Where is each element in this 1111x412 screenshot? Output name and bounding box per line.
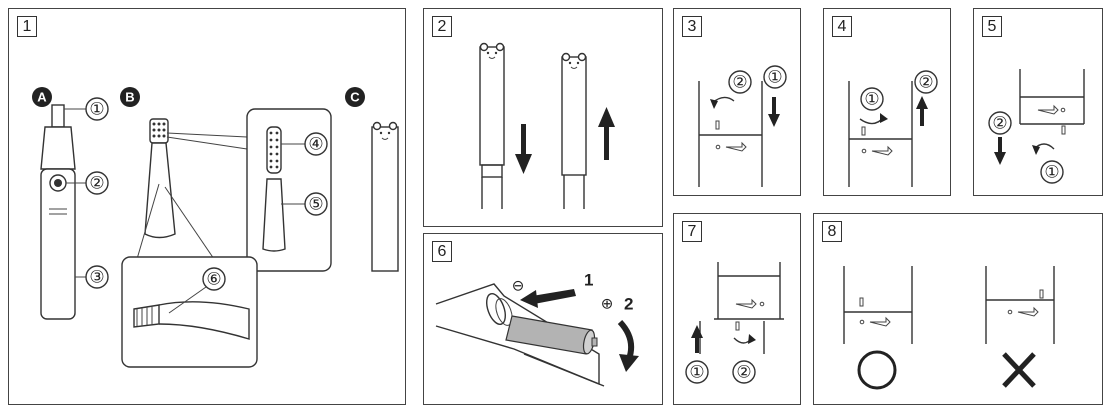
wrong-mark: ✕ — [1002, 352, 1036, 388]
toothbrush-a-icon — [40, 104, 76, 320]
svg-text:④: ④ — [308, 135, 323, 154]
badge-a-circle — [32, 87, 52, 107]
callout-5: ⑤ — [304, 192, 328, 216]
callout-4: ④ — [304, 132, 328, 156]
svg-text:②: ② — [89, 174, 104, 193]
correct-mark: ○ — [857, 350, 897, 390]
cap-c-icon — [371, 121, 399, 272]
svg-text:③: ③ — [89, 268, 104, 287]
badge-b: B — [125, 90, 134, 105]
svg-text:②: ② — [732, 73, 747, 92]
parts-diagram: A ① ② ③ B — [32, 87, 399, 368]
open-cover-diagram: ② ① — [698, 65, 787, 187]
badge-b-circle — [120, 87, 140, 107]
svg-text:⑤: ⑤ — [308, 195, 323, 214]
arrow-up-icon — [691, 325, 703, 353]
svg-text:①: ① — [767, 68, 782, 87]
battery-insert-diagram: ⊖ 1 ⊕ 2 — [435, 271, 639, 387]
callout-1: ① — [860, 87, 884, 111]
callout-2: ② — [988, 111, 1012, 135]
svg-text:①: ① — [689, 363, 704, 382]
panel-3-open-cover: 3 ② ① — [673, 8, 801, 196]
correct-alignment — [843, 266, 913, 344]
callout-2: ② — [732, 360, 756, 384]
panel-number: 1 — [17, 16, 37, 37]
svg-text:②: ② — [736, 363, 751, 382]
svg-text:⑥: ⑥ — [206, 270, 221, 289]
svg-text:①: ① — [864, 90, 879, 109]
callout-1: ① — [763, 65, 787, 89]
arrow-down-icon — [994, 137, 1006, 165]
attach-cover-diagram: ① ② — [685, 262, 784, 384]
cross-ng-icon — [1002, 352, 1036, 388]
step-2-label: 2 — [624, 295, 633, 314]
callout-1: ① — [685, 360, 709, 384]
panel-number: 2 — [432, 16, 452, 37]
badge-c-circle — [345, 87, 365, 107]
brush-bristles-icon — [262, 126, 286, 252]
brush-head-b-icon — [144, 118, 176, 239]
panel-number: 5 — [982, 16, 1002, 37]
callout-3: ③ — [85, 265, 109, 289]
insert-arrow-icon — [520, 289, 576, 308]
callout-2: ② — [85, 171, 109, 195]
callout-2: ② — [728, 70, 752, 94]
panel-number: 8 — [822, 221, 842, 242]
panel-number: 4 — [832, 16, 852, 37]
callout-1: ① — [1040, 160, 1064, 184]
panel-number: 3 — [682, 16, 702, 37]
svg-text:②: ② — [918, 73, 933, 92]
close-cover-diagram: ① ② — [848, 70, 938, 187]
panel-1-parts-overview: 1 A ① ② ③ B — [8, 8, 406, 405]
panel-2-cap-removal: 2 — [423, 8, 663, 227]
unlock-arrow-icon — [725, 141, 747, 152]
panel-4-close-cover: 4 ① ② — [823, 8, 951, 196]
svg-text:①: ① — [1044, 163, 1059, 182]
panel-7-attach-cover: 7 ① ② — [673, 213, 801, 405]
panel-number: 6 — [432, 241, 452, 262]
toothbrush-cap-lifting-icon — [561, 52, 587, 209]
circle-ok-icon — [857, 350, 897, 390]
unlock-arrow-icon — [871, 145, 893, 156]
panel-number: 7 — [682, 221, 702, 242]
arrow-down-icon — [515, 124, 532, 174]
panel-8-correct-vs-wrong: 8 ○ ✕ — [813, 213, 1103, 405]
panel-6-battery-insert: 6 ⊖ 1 ⊕ 2 — [423, 233, 663, 405]
arrow-up-icon — [598, 107, 615, 160]
plus-terminal-symbol: ⊕ — [601, 296, 614, 313]
callout-1: ① — [85, 97, 109, 121]
badge-c: C — [350, 90, 360, 105]
remove-cover-diagram: ② ① — [988, 69, 1085, 184]
battery-icon — [505, 315, 598, 355]
badge-a: A — [37, 90, 47, 105]
minus-terminal-symbol: ⊖ — [512, 278, 525, 295]
callout-2: ② — [914, 70, 938, 94]
toothbrush-cap-on-icon — [479, 42, 505, 209]
push-down-arrow-icon — [617, 319, 639, 372]
wrong-alignment — [985, 266, 1055, 344]
callout-6: ⑥ — [202, 267, 226, 291]
svg-text:○: ○ — [872, 362, 881, 379]
step-1-label: 1 — [584, 271, 593, 290]
panel-5-remove-cover: 5 ② ① — [973, 8, 1103, 196]
lock-arrow-icon — [1037, 104, 1059, 115]
arrow-up-icon — [916, 96, 928, 126]
svg-text:①: ① — [89, 100, 104, 119]
arrow-down-icon — [768, 97, 780, 127]
toothbrush-body-open-icon — [435, 283, 605, 387]
cover-alignment-diagram: ○ ✕ — [843, 266, 1055, 390]
svg-text:②: ② — [992, 114, 1007, 133]
lock-arrow-icon — [735, 298, 757, 309]
cap-removal-diagram — [479, 42, 615, 209]
